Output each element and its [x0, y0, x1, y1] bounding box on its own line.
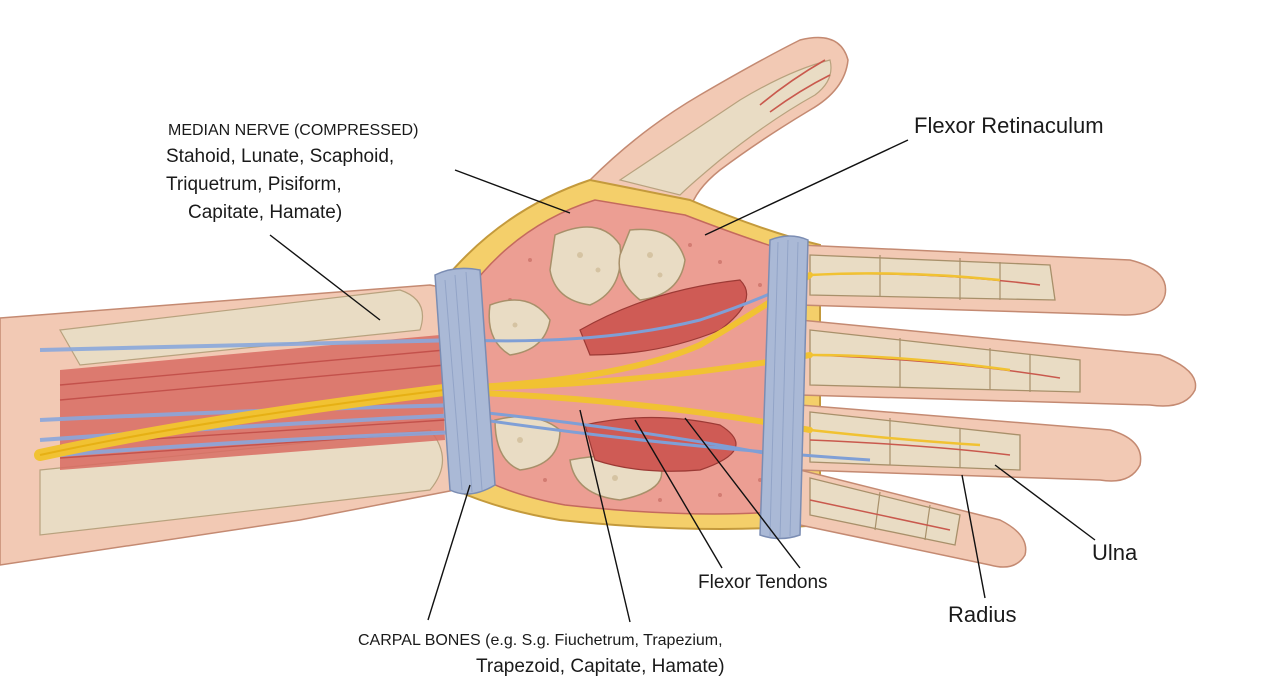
carpal-bone-pores: [512, 252, 663, 481]
leader-flexor-retinaculum: [704, 139, 909, 236]
leader-median-nerve: [454, 169, 571, 214]
finger-joints: [874, 255, 1031, 541]
leader-carpal-b: [579, 409, 631, 623]
thumb-bones: [618, 59, 832, 196]
leader-radius: [961, 474, 986, 599]
tunnel-muscle-upper: [579, 279, 748, 356]
label-median-nerve-line1: Stahoid, Lunate, Scaphoid,: [166, 146, 395, 167]
label-median-nerve-line3: Capitate, Hamate): [188, 202, 343, 223]
leader-lines: [269, 139, 1096, 623]
retinaculum-band-left: [434, 267, 496, 495]
label-median-nerve-line2: Triquetrum, Pisiform,: [166, 174, 342, 195]
palm-vessels: [459, 278, 871, 462]
label-flexor-retinaculum: Flexor Retinaculum: [914, 113, 1104, 138]
leader-median-nerve-lower: [269, 234, 381, 321]
label-flexor-tendons: Flexor Tendons: [698, 572, 828, 593]
label-carpal-bones-line2: Trapezoid, Capitate, Hamate): [476, 656, 725, 677]
label-carpal-bones-line1: CARPAL BONES (e.g. S.g. Fiuchetrum, Trap…: [358, 632, 723, 649]
median-nerve-fine-branches: [809, 272, 1011, 447]
leader-flexor-tendons-b: [684, 417, 801, 569]
label-radius: Radius: [948, 602, 1017, 627]
thumb-vessels: [759, 59, 831, 113]
leader-carpal-a: [427, 484, 471, 621]
leader-flexor-tendons-a: [634, 419, 723, 569]
leader-ulna: [994, 464, 1096, 541]
label-ulna: Ulna: [1092, 540, 1138, 565]
label-median-nerve-title: MEDIAN NERVE (COMPRESSED): [168, 122, 419, 139]
